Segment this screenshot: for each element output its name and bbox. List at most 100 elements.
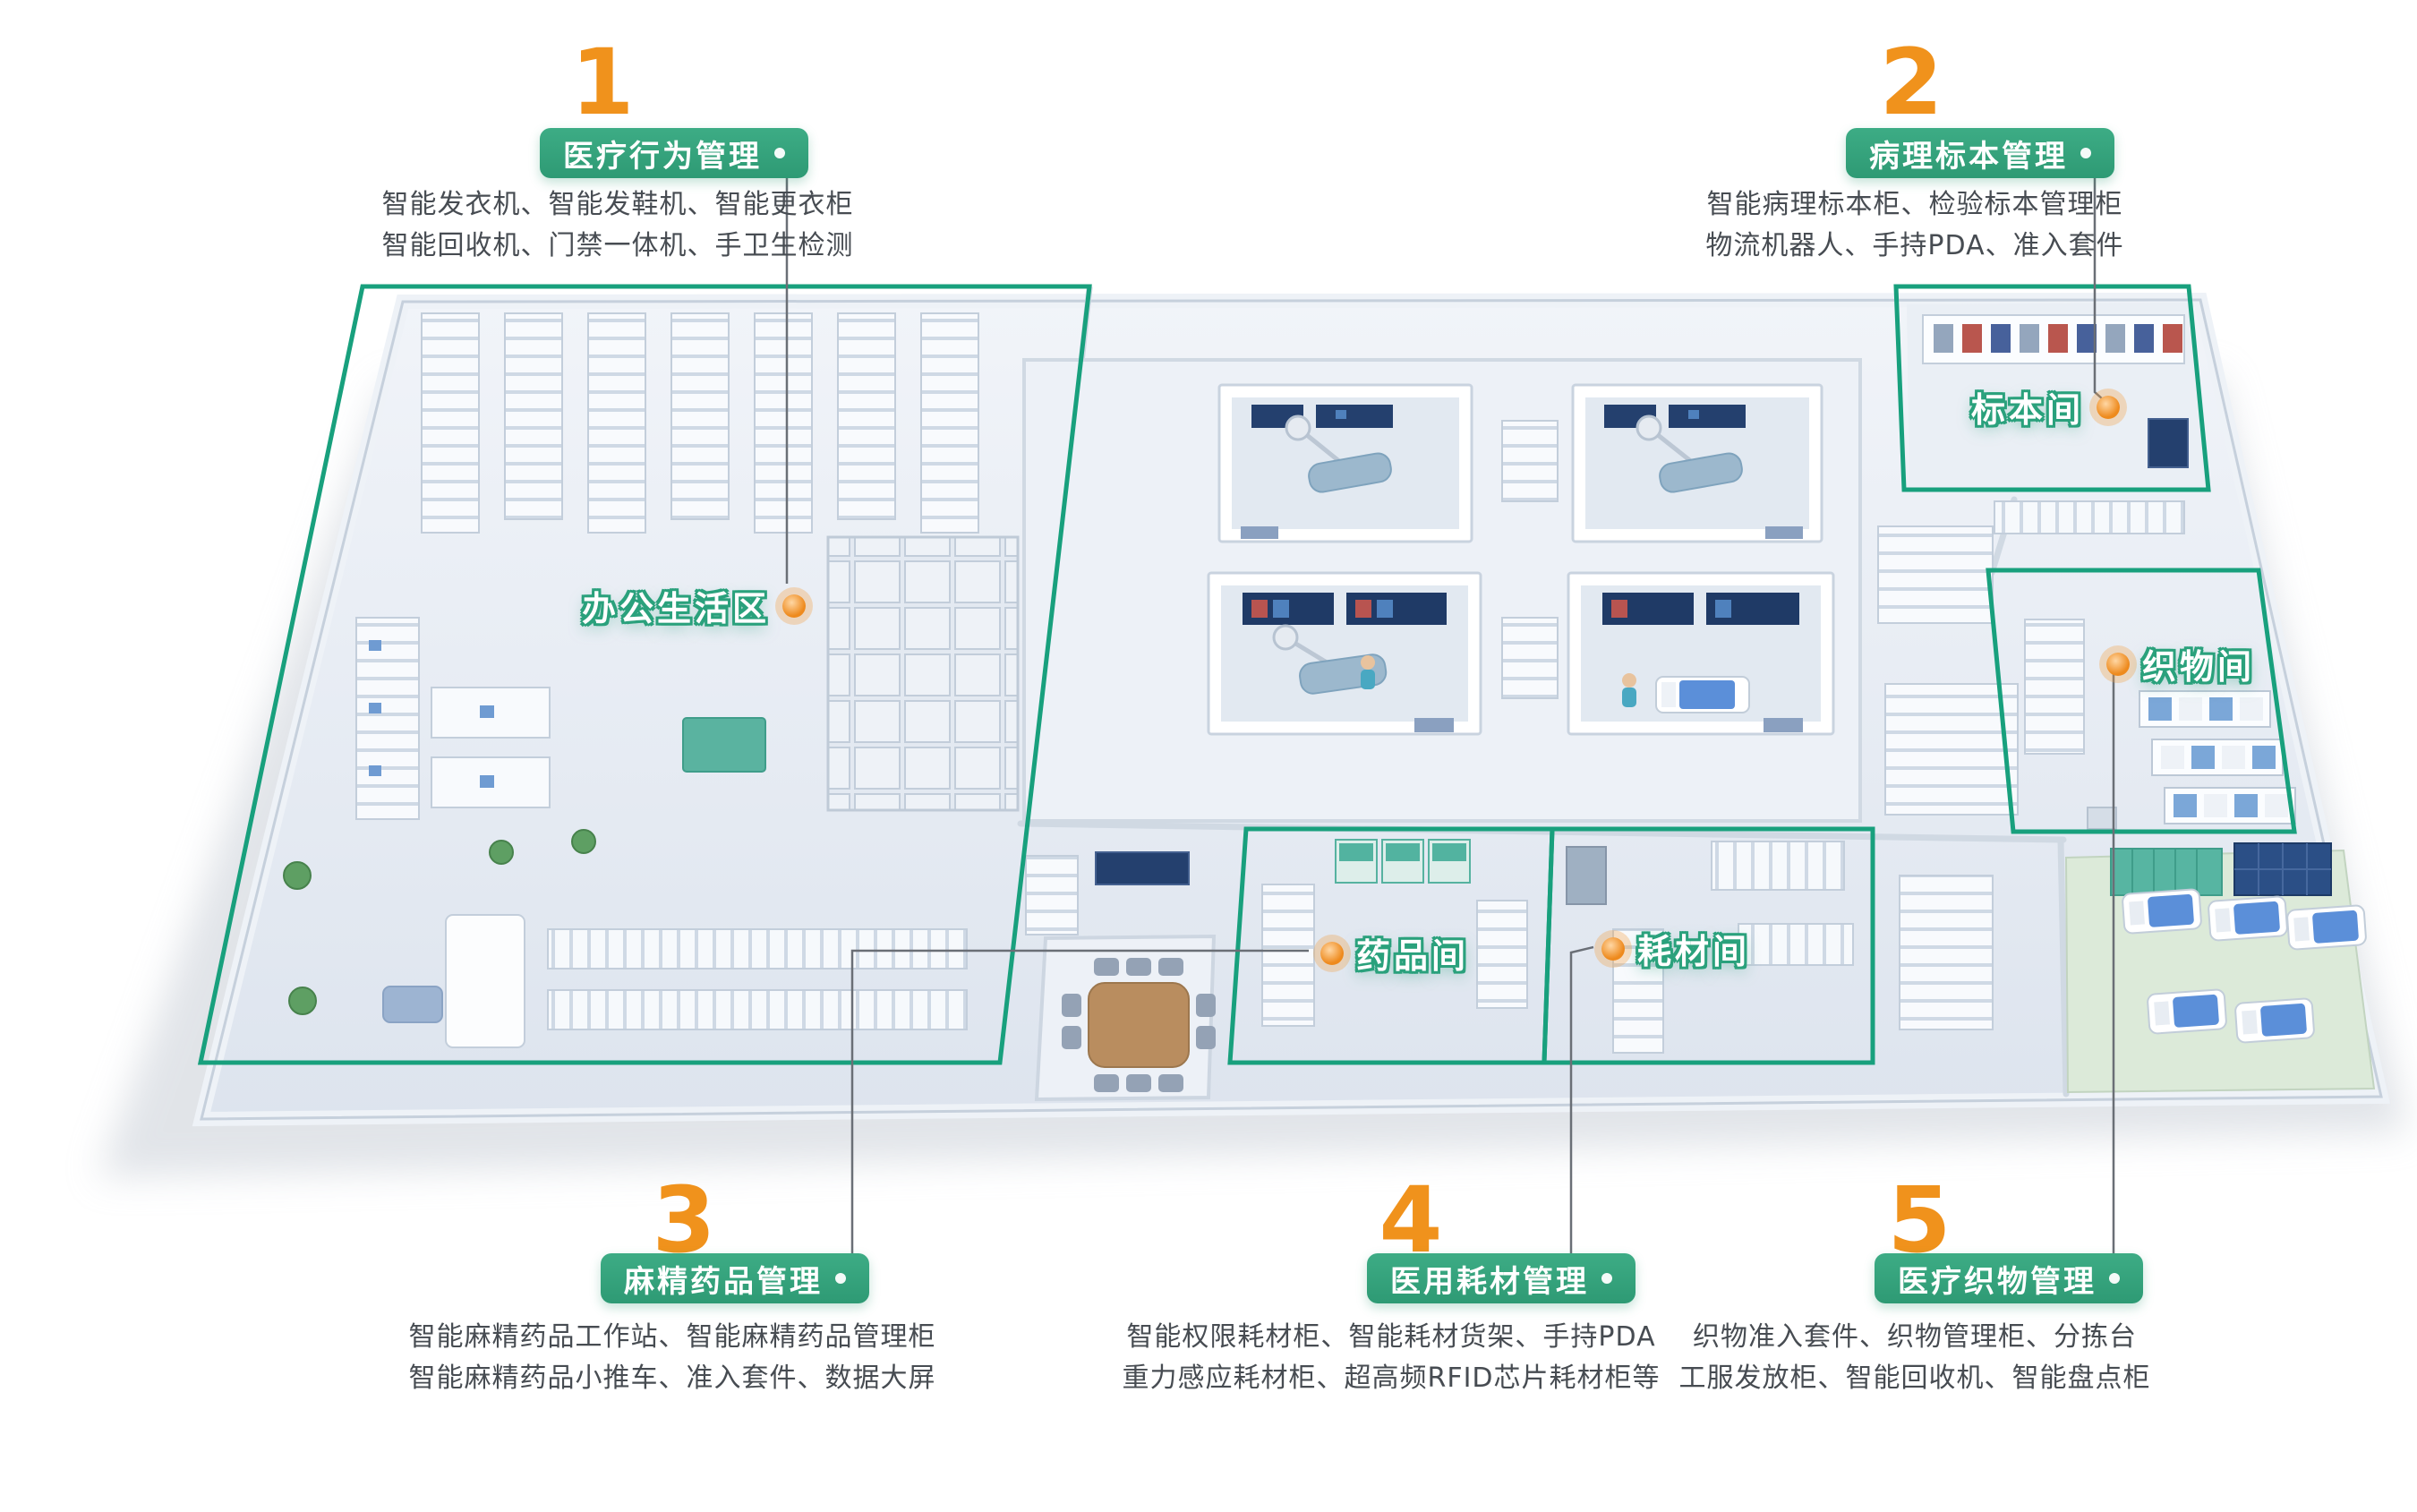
- desc-line: 重力感应耗材柜、超高频RFID芯片耗材柜等: [1122, 1363, 1661, 1394]
- location-dot-icon: [2097, 395, 2121, 419]
- room-label-textile-room: 织物间: [2106, 639, 2255, 688]
- callout-title: 麻精药品管理: [624, 1263, 823, 1300]
- textile-room: [2024, 619, 2296, 830]
- room-label-medicine-room: 药品间: [1320, 928, 1469, 978]
- consumables-room: [1566, 841, 1854, 1054]
- staff-figure: [1361, 655, 1375, 670]
- room-label-text: 办公生活区: [582, 589, 771, 628]
- wall-monitor: [1669, 405, 1746, 428]
- callout-desc-5: 织物准入套件、织物管理柜、分拣台 工服发放柜、智能回收机、智能盘点柜: [1679, 1317, 2151, 1399]
- callout-pill-narcotic-drugs: 麻精药品管理: [601, 1253, 869, 1303]
- callout-title: 医疗行为管理: [563, 138, 762, 175]
- desc-line: 织物准入套件、织物管理柜、分拣台: [1693, 1321, 2137, 1353]
- sofa: [382, 986, 443, 1023]
- operating-room-3: [1207, 571, 1482, 736]
- operating-table: [1308, 452, 1392, 493]
- conference-table: [1088, 982, 1190, 1068]
- corridor-cabinets: [1025, 525, 2019, 1030]
- wall-monitor: [1316, 405, 1393, 428]
- surgical-lamp: [1285, 414, 1311, 441]
- zone-outline-office-area: [197, 284, 1092, 1065]
- wall-screen: [2148, 418, 2189, 468]
- leader-lines: [785, 177, 2115, 1253]
- desc-line: 工服发放柜、智能回收机、智能盘点柜: [1678, 1363, 2151, 1394]
- plant: [283, 861, 312, 890]
- door: [1764, 718, 1803, 732]
- desc-line: 智能回收机、门禁一体机、手卫生检测: [381, 230, 854, 261]
- location-dot-icon: [1320, 941, 1344, 965]
- desc-line: 智能麻精药品工作站、智能麻精药品管理柜: [408, 1321, 936, 1353]
- callout-desc-2: 智能病理标本柜、检验标本管理柜 物流机器人、手持PDA、准入套件: [1705, 184, 2123, 267]
- callout-number-4: 4: [1379, 1167, 1443, 1274]
- callout-pill-medical-textile: 医疗织物管理: [1875, 1253, 2143, 1303]
- zone-outline-textile-room: [1986, 568, 2297, 834]
- callout-number-5: 5: [1887, 1167, 1952, 1274]
- location-dot-icon: [1601, 936, 1625, 961]
- callout-pill-medical-consumables: 医用耗材管理: [1367, 1253, 1636, 1303]
- callout-desc-1: 智能发衣机、智能发鞋机、智能更衣柜 智能回收机、门禁一体机、手卫生检测: [382, 184, 854, 267]
- leader-line-2: [2093, 177, 2104, 400]
- plant: [288, 987, 317, 1015]
- pill-dot-icon: [1601, 1273, 1612, 1284]
- pill-dot-icon: [774, 148, 785, 158]
- teal-lockers: [2110, 848, 2223, 896]
- reception-desk: [445, 914, 525, 1048]
- surgical-lamp: [1636, 414, 1662, 441]
- location-dot-icon: [2106, 652, 2130, 676]
- zone-outlines: [197, 284, 2297, 1065]
- callout-number-2: 2: [1879, 30, 1943, 136]
- callout-title: 医用耗材管理: [1390, 1263, 1589, 1300]
- operating-room-4: [1567, 571, 1835, 736]
- room-label-text: 耗材间: [1637, 932, 1751, 971]
- teal-cabinet: [682, 717, 766, 773]
- pill-dot-icon: [835, 1273, 846, 1284]
- callout-desc-4: 智能权限耗材柜、智能耗材货架、手持PDA 重力感应耗材柜、超高频RFID芯片耗材…: [1122, 1317, 1660, 1399]
- medicine-room: [1261, 839, 1528, 1027]
- door: [1414, 718, 1454, 732]
- plant: [571, 829, 596, 854]
- room-label-text: 药品间: [1356, 936, 1470, 976]
- desc-line: 智能麻精药品小推车、准入套件、数据大屏: [408, 1363, 936, 1394]
- leader-line-4: [1569, 945, 1594, 1253]
- changing-stalls: [826, 535, 1020, 812]
- callout-desc-3: 智能麻精药品工作站、智能麻精药品管理柜 智能麻精药品小推车、准入套件、数据大屏: [409, 1317, 936, 1399]
- plant: [489, 840, 514, 865]
- desc-line: 物流机器人、手持PDA、准入套件: [1705, 230, 2124, 261]
- operating-block: [1022, 358, 1862, 823]
- door: [1241, 526, 1278, 539]
- office-area-furniture: [283, 312, 1020, 1048]
- staff-figure: [1622, 673, 1636, 688]
- callout-title: 医疗织物管理: [1898, 1263, 2097, 1300]
- leader-line-3: [850, 949, 1309, 1253]
- room-label-text: 标本间: [1971, 390, 2085, 430]
- callout-number-1: 1: [570, 30, 635, 136]
- surgical-lamp: [1272, 624, 1299, 651]
- room-label-office-area: 办公生活区: [582, 581, 807, 630]
- room-label-consumables-room: 耗材间: [1601, 924, 1750, 973]
- wall-tv: [1095, 851, 1190, 885]
- specimen-room: [1907, 303, 2206, 534]
- callout-title: 病理标本管理: [1869, 138, 2068, 175]
- operating-room-2: [1571, 383, 1823, 543]
- desc-line: 智能权限耗材柜、智能耗材货架、手持PDA: [1126, 1321, 1656, 1353]
- callout-pill-medical-behavior: 医疗行为管理: [540, 128, 808, 178]
- operating-table: [1659, 452, 1743, 493]
- meeting-room: [1034, 851, 1217, 1102]
- zone-outline-specimen-room: [1893, 284, 2211, 492]
- pill-dot-icon: [2080, 148, 2091, 158]
- building-outline: [200, 298, 2383, 1121]
- zone-outline-consumables-room: [1542, 826, 1875, 1065]
- desc-line: 智能发衣机、智能发鞋机、智能更衣柜: [381, 189, 854, 220]
- callout-pill-pathology-specimen: 病理标本管理: [1846, 128, 2114, 178]
- location-dot-icon: [782, 594, 807, 618]
- pill-dot-icon: [2109, 1273, 2120, 1284]
- operating-room-1: [1217, 383, 1473, 543]
- linen-cart: [2087, 807, 2117, 830]
- room-label-specimen-room: 标本间: [1971, 382, 2121, 431]
- callout-number-3: 3: [652, 1167, 716, 1274]
- door: [1765, 526, 1803, 539]
- ward-bed-bay: [2064, 842, 2376, 1094]
- desc-line: 智能病理标本柜、检验标本管理柜: [1706, 189, 2123, 220]
